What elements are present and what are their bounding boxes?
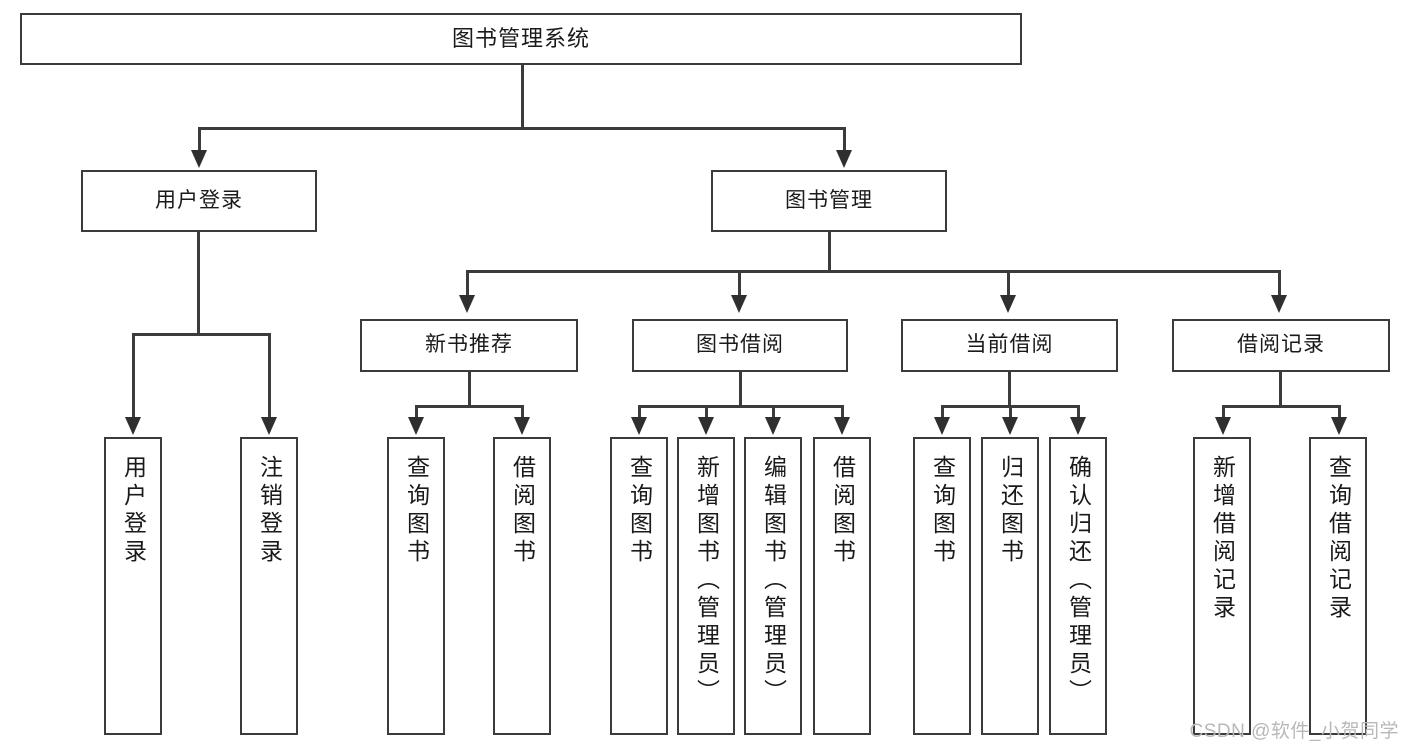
connector-root-to-user-login [198,127,201,153]
arrow-bb-to-leaf-0 [631,417,647,435]
connector-bm-to-new-book [466,270,469,298]
connector-user-login-to-leaf-1 [268,333,271,420]
leaf-borrow-record-query[interactable]: 查询借阅记录 [1309,437,1367,735]
connector-bb-to-leaf-3 [841,405,844,420]
arrow-nb-to-leaf-1 [514,417,530,435]
connector-br-to-leaf-1 [1338,405,1341,420]
arrow-bb-to-leaf-2 [765,417,781,435]
node-user-login[interactable]: 用户登录 [81,170,317,232]
leaf-borrow-record-add[interactable]: 新增借阅记录 [1193,437,1251,735]
connector-br-to-leaf-0 [1222,405,1225,420]
node-current-borrow[interactable]: 当前借阅 [901,319,1118,372]
connector-cb-to-leaf-2 [1077,405,1080,420]
leaf-book-borrow-add[interactable]: 新增图书（管理员） [677,437,735,735]
node-label: 查询借阅记录 [1325,455,1352,623]
node-label: 新增图书（管理员） [693,455,720,707]
connector-borrow-record-bar [1222,405,1338,408]
arrow-nb-to-leaf-0 [408,417,424,435]
node-label: 注销登录 [256,455,283,567]
node-root-system[interactable]: 图书管理系统 [20,13,1022,65]
node-label: 查询图书 [403,455,430,567]
arrow-cb-to-leaf-1 [1002,417,1018,435]
leaf-book-borrow-edit[interactable]: 编辑图书（管理员） [744,437,802,735]
arrow-bm-to-book-borrow [731,295,747,313]
node-label: 用户登录 [120,455,147,567]
arrow-bm-to-borrow-record [1271,295,1287,313]
leaf-book-borrow-query[interactable]: 查询图书 [610,437,668,735]
node-book-borrow[interactable]: 图书借阅 [632,319,848,372]
connector-bm-to-current-borrow [1007,270,1010,298]
arrow-bm-to-current-borrow [1000,295,1016,313]
arrow-user-login-to-leaf-1 [261,417,277,435]
node-label: 借阅图书 [829,455,856,567]
connector-current-borrow-stem [1008,372,1011,407]
connector-new-book-bar [415,405,523,408]
arrow-cb-to-leaf-0 [934,417,950,435]
leaf-new-book-borrow[interactable]: 借阅图书 [493,437,551,735]
connector-cb-to-leaf-0 [941,405,944,420]
leaf-book-borrow-borrow[interactable]: 借阅图书 [813,437,871,735]
leaf-user-login-login[interactable]: 用户登录 [104,437,162,735]
connector-root-stem [521,65,524,128]
leaf-current-borrow-query[interactable]: 查询图书 [913,437,971,735]
arrow-br-to-leaf-1 [1331,417,1347,435]
arrow-bb-to-leaf-3 [834,417,850,435]
connector-book-borrow-bar [638,405,841,408]
connector-nb-to-leaf-0 [415,405,418,420]
connector-user-login-stem [197,232,200,335]
node-label: 图书管理 [785,188,873,212]
connector-bb-to-leaf-2 [772,405,775,420]
connector-book-borrow-stem [739,372,742,407]
leaf-user-login-logout[interactable]: 注销登录 [240,437,298,735]
arrow-bb-to-leaf-1 [698,417,714,435]
connector-bm-to-borrow-record [1278,270,1281,298]
node-label: 用户登录 [155,188,243,212]
connector-bb-to-leaf-0 [638,405,641,420]
connector-root-to-book-manage [843,127,846,153]
connector-book-management-stem [828,232,831,273]
arrow-root-to-user-login [191,150,207,168]
connector-cb-to-leaf-1 [1009,405,1012,420]
connector-new-book-stem [468,372,471,407]
node-borrow-record[interactable]: 借阅记录 [1172,319,1390,372]
connector-book-management-bar [466,270,1278,273]
node-label: 确认归还（管理员） [1065,455,1092,707]
node-label: 查询图书 [929,455,956,567]
connector-bm-to-book-borrow [738,270,741,298]
connector-bb-to-leaf-1 [705,405,708,420]
node-label: 编辑图书（管理员） [760,455,787,707]
node-book-management[interactable]: 图书管理 [711,170,947,232]
node-label: 当前借阅 [965,333,1054,357]
arrow-user-login-to-leaf-0 [125,417,141,435]
arrow-br-to-leaf-0 [1215,417,1231,435]
arrow-bm-to-new-book [459,295,475,313]
arrow-cb-to-leaf-2 [1070,417,1086,435]
leaf-new-book-query[interactable]: 查询图书 [387,437,445,735]
leaf-current-borrow-confirm-return[interactable]: 确认归还（管理员） [1049,437,1107,735]
node-label: 借阅记录 [1237,333,1325,357]
node-label: 新书推荐 [425,333,513,357]
node-label: 查询图书 [626,455,653,567]
node-label: 归还图书 [997,455,1024,567]
leaf-current-borrow-return[interactable]: 归还图书 [981,437,1039,735]
connector-nb-to-leaf-1 [521,405,524,420]
node-label: 借阅图书 [509,455,536,567]
node-label: 图书借阅 [696,333,784,357]
connector-user-login-to-leaf-0 [132,333,135,420]
node-label: 新增借阅记录 [1209,455,1236,623]
connector-user-login-bar [132,333,270,336]
connector-borrow-record-stem [1279,372,1282,407]
arrow-root-to-book-manage [836,150,852,168]
connector-root-bar [198,127,846,130]
node-label: 图书管理系统 [451,26,590,52]
node-new-book-recommend[interactable]: 新书推荐 [360,319,578,372]
